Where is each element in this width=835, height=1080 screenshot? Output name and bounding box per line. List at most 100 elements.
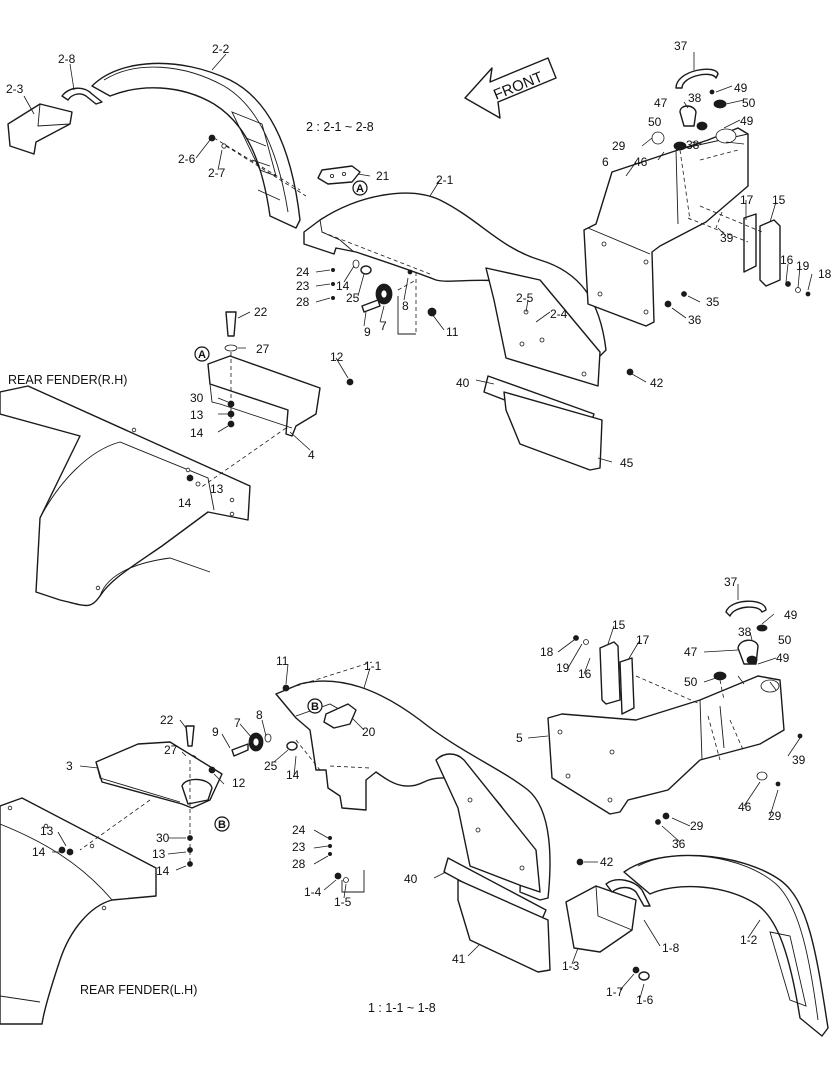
callout-label: 39: [720, 231, 734, 245]
callout-label: 13: [190, 408, 204, 422]
reference-mark-b-top: B: [307, 698, 323, 714]
callout-label: 22: [160, 713, 174, 727]
reference-mark-a-text: A: [198, 349, 206, 361]
callout-label: 19: [556, 661, 570, 675]
callout-label: 36: [672, 837, 686, 851]
part-20-hinge: [323, 703, 357, 729]
callout-label: 28: [292, 857, 306, 871]
rear-fender-rh-label: REAR FENDER(R.H): [8, 373, 127, 387]
callout-label: 42: [600, 855, 614, 869]
rh-step-bracket: [199, 311, 354, 489]
callout-label: 11: [276, 654, 289, 668]
callout-label: 24: [292, 823, 306, 837]
callout-label: 5: [516, 731, 523, 745]
callout-label: 50: [648, 115, 662, 129]
part-22-lh-bolt: [185, 725, 195, 747]
callout-label: 18: [818, 267, 832, 281]
callout-label: 2-8: [58, 52, 76, 66]
reference-mark-b-bottom: B: [214, 816, 230, 832]
callout-label: 17: [740, 193, 754, 207]
callout-label: 12: [330, 350, 344, 364]
reference-mark-a-text: A: [356, 183, 364, 195]
callout-label: 2-3: [6, 82, 24, 96]
callout-label: 50: [778, 633, 792, 647]
callout-label: 2-2: [212, 42, 230, 56]
callout-label: 49: [776, 651, 790, 665]
callout-label: 2-4: [550, 307, 568, 321]
part-45-mud-flap: [503, 391, 603, 471]
part-1-8-strip: [605, 879, 651, 907]
callout-label: 24: [296, 265, 310, 279]
part-4-step: [207, 355, 321, 437]
callout-label: 47: [684, 645, 698, 659]
callout-label: 19: [796, 259, 810, 273]
callout-label: 23: [296, 279, 310, 293]
callout-label: 41: [452, 952, 466, 966]
callout-label: 1-4: [304, 885, 322, 899]
callout-label: 27: [164, 743, 178, 757]
callout-label: 15: [772, 193, 786, 207]
callout-label: 49: [734, 81, 748, 95]
lower-callouts: 11 1-1 22 7 8 9 20 27 25 14 12 3 13 30 1…: [32, 575, 806, 1007]
callout-label: 2-5: [516, 291, 534, 305]
part-41-mud-flap: [457, 879, 551, 973]
callout-label: 14: [32, 845, 46, 859]
callout-label: 37: [674, 39, 688, 53]
front-direction-arrow: FRONT: [464, 57, 557, 119]
callout-label: 42: [650, 376, 664, 390]
reference-mark-b-text: B: [218, 819, 226, 831]
callout-label: 30: [190, 391, 204, 405]
callout-label: 29: [690, 819, 704, 833]
callout-label: 3: [66, 759, 73, 773]
callout-label: 21: [376, 169, 390, 183]
callout-label: 1-7: [606, 985, 624, 999]
callout-label: 1-6: [636, 993, 654, 1007]
part-1-3-cap: [565, 885, 637, 953]
part-47-latch: [679, 105, 697, 127]
callout-label: 20: [362, 725, 376, 739]
callout-label: 6: [602, 155, 609, 169]
callout-label: 1-5: [334, 895, 352, 909]
callout-label: 2-7: [208, 166, 226, 180]
leader-lines: [23, 52, 813, 999]
callout-label: 38: [686, 138, 700, 152]
callout-label: 50: [742, 96, 756, 110]
callout-label: 46: [738, 800, 752, 814]
part-1-2-fender: [623, 854, 829, 1037]
part-1-1-fender: [275, 680, 551, 901]
lh-group-caption: 1 : 1-1 ~ 1-8: [368, 1001, 436, 1015]
callout-label: 14: [286, 768, 300, 782]
callout-label: 45: [620, 456, 634, 470]
part-22-bolt: [225, 311, 237, 337]
callout-label: 1-2: [740, 933, 758, 947]
callout-label: 13: [40, 824, 54, 838]
part-21-hinge: [317, 165, 361, 185]
callout-label: 38: [688, 91, 702, 105]
reference-mark-b-text: B: [311, 701, 319, 713]
callout-label: 1-1: [364, 659, 382, 673]
callout-label: 2-1: [436, 173, 454, 187]
rear-fender-rh-outline: [0, 385, 251, 607]
callout-label: 9: [212, 725, 219, 739]
callout-label: 1-3: [562, 959, 580, 973]
part-37-lh-handle: [725, 600, 767, 617]
callout-label: 14: [336, 279, 350, 293]
callout-label: 47: [654, 96, 668, 110]
reference-mark-a-bottom: A: [194, 346, 210, 362]
rear-fender-lh-label: REAR FENDER(L.H): [80, 983, 197, 997]
callout-label: 49: [740, 114, 754, 128]
callout-label: 23: [292, 840, 306, 854]
callout-label: 7: [380, 319, 387, 333]
callout-label: 25: [346, 291, 360, 305]
callout-label: 12: [232, 776, 246, 790]
callout-label: 13: [152, 847, 166, 861]
part-15-lh-bracket: [599, 641, 621, 705]
callout-label: 14: [178, 496, 192, 510]
part-17-plate: [743, 213, 757, 273]
callout-label: 25: [264, 759, 278, 773]
callout-label: 36: [688, 313, 702, 327]
lh-fender-assembly: [231, 600, 829, 1037]
callout-label: 13: [210, 482, 224, 496]
rear-fender-lh-outline: [0, 797, 157, 1025]
